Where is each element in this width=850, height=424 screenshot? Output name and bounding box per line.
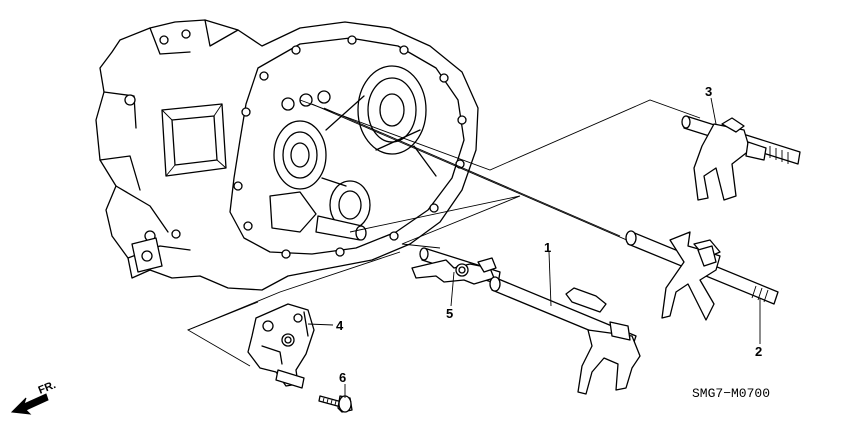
callout-2: 2 bbox=[755, 344, 762, 359]
bearing-bores bbox=[273, 65, 427, 230]
shift-fork-3 bbox=[681, 115, 801, 201]
shift-piece-5 bbox=[411, 247, 501, 285]
front-arrow-icon bbox=[10, 393, 49, 415]
callout-6: 6 bbox=[339, 370, 346, 385]
leader-lines bbox=[307, 97, 761, 398]
callout-3: 3 bbox=[705, 84, 712, 99]
transmission-housing bbox=[95, 19, 479, 291]
callout-1: 1 bbox=[544, 240, 551, 255]
flange-bolt-bosses bbox=[233, 35, 467, 259]
front-label: FR. bbox=[37, 379, 58, 397]
diagram-code: SMG7−M0700 bbox=[692, 386, 770, 401]
assembly-guide-lines bbox=[186, 99, 701, 367]
front-direction-indicator: FR. bbox=[10, 379, 58, 415]
flange-bolt-6 bbox=[318, 395, 353, 413]
callout-4: 4 bbox=[336, 318, 344, 333]
callout-5: 5 bbox=[446, 306, 453, 321]
interlock-bracket-4 bbox=[247, 303, 315, 389]
shift-fork-2 bbox=[625, 230, 779, 321]
shift-fork-1 bbox=[489, 276, 641, 395]
